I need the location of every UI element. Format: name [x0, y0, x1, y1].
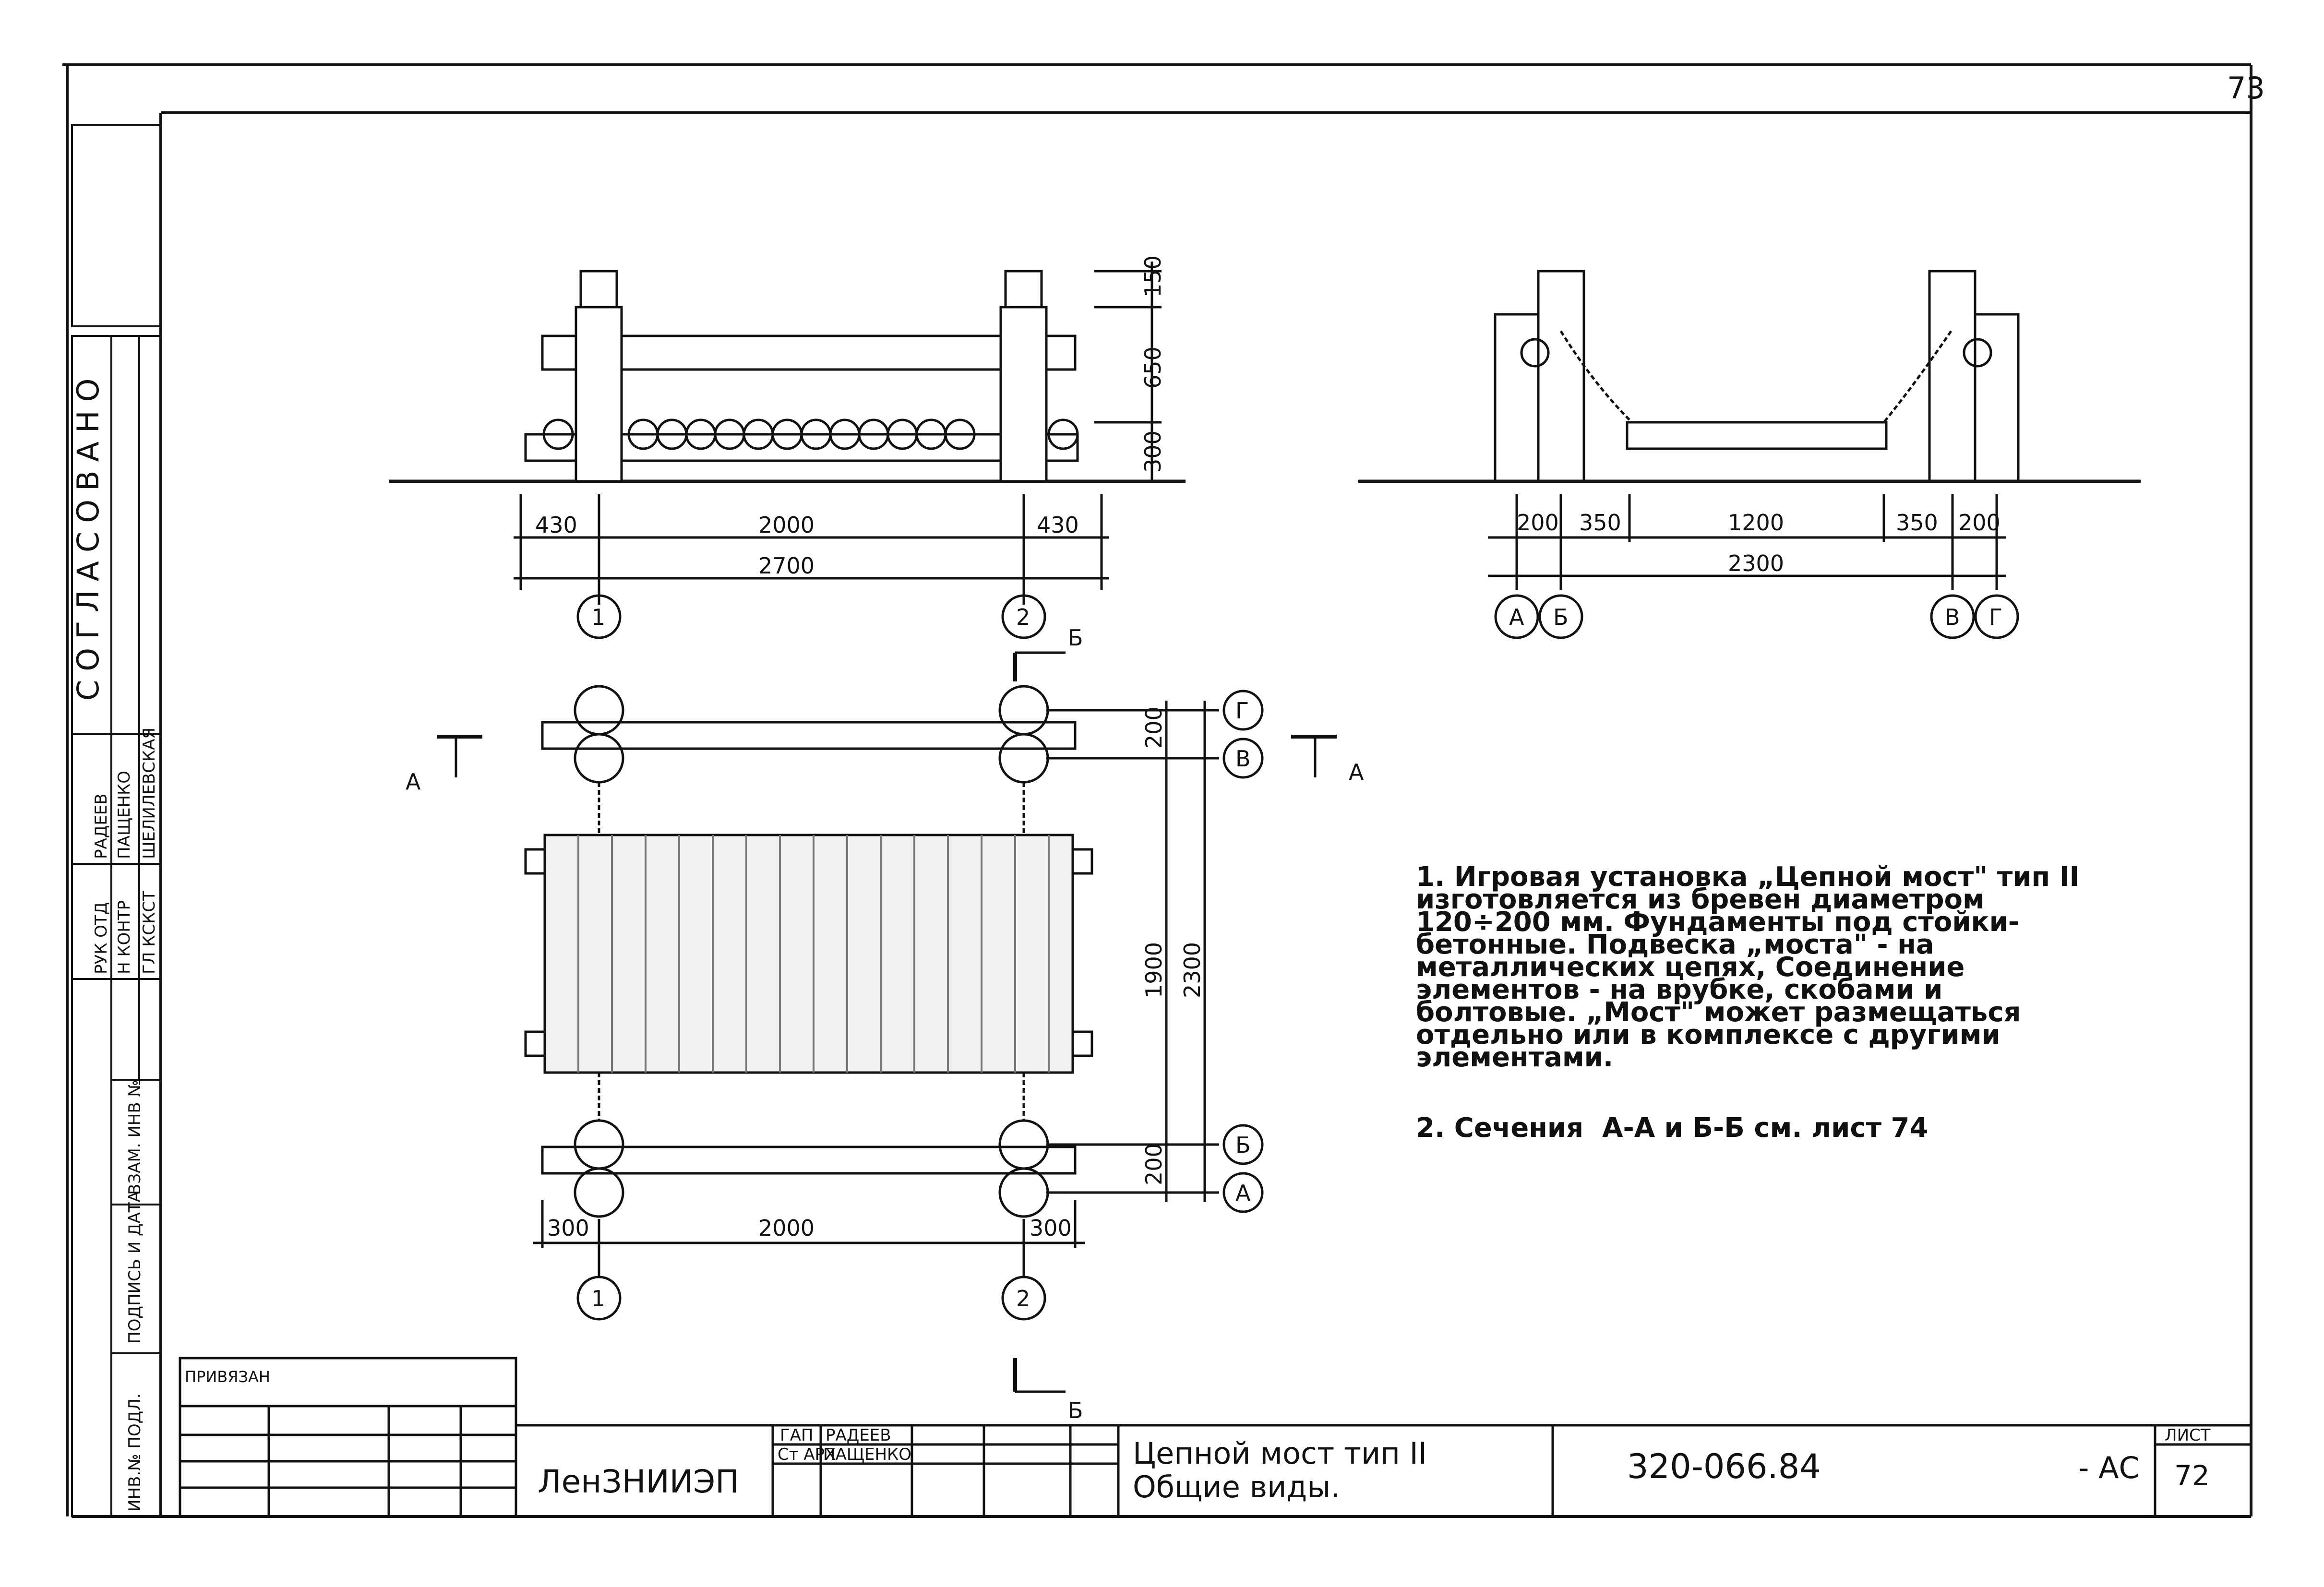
approval-role-3: ГЛ КСКСТ — [140, 891, 159, 974]
section-b-bottom: Б — [1068, 1397, 1083, 1423]
plan-axis-1: 1 — [591, 1286, 605, 1312]
list-number: 72 — [2174, 1459, 2210, 1492]
front-dim-v1: 150 — [1140, 255, 1166, 298]
side-axis-g: Г — [1989, 604, 2002, 630]
col-vzam: ВЗАМ. ИНВ № — [125, 1080, 144, 1195]
note-1: 1. Игровая установка „Цепной мост" тип I… — [1416, 861, 2089, 1073]
side-post-g — [1974, 313, 2020, 483]
signer-role-2: Ст АРХ — [778, 1445, 836, 1464]
plan-dim-b3: 300 — [1030, 1215, 1072, 1241]
side-dim-3: 1200 — [1728, 510, 1784, 536]
front-axis-1: 1 — [591, 604, 605, 630]
side-deck — [1626, 421, 1888, 450]
section-a-left: А — [406, 769, 421, 795]
privyazan-label: ПРИВЯЗАН — [185, 1368, 270, 1386]
front-dim-b3: 430 — [1037, 512, 1079, 538]
front-dim-b1: 430 — [535, 512, 577, 538]
approval-role-2: Н КОНТР — [115, 900, 134, 974]
note-2: 2. Сечения А-А и Б-Б см. лист 74 — [1416, 1112, 1929, 1144]
plan-dim-b1: 300 — [547, 1215, 589, 1241]
signer-role-1: ГАП — [780, 1426, 814, 1445]
plan-dim-r3: 2300 — [1179, 942, 1205, 998]
drawing-code: 320-066.84 — [1627, 1447, 1821, 1486]
approval-strip — [71, 124, 162, 1517]
signer-name-2: ПАЩЕНКО — [823, 1445, 911, 1464]
sheet-corner-number: 73 — [2227, 71, 2265, 106]
drawing-title-1: Цепной мост тип II — [1133, 1436, 1427, 1471]
side-dim-total: 2300 — [1728, 550, 1784, 576]
plan-axis-g: Г — [1235, 698, 1249, 724]
list-label: ЛИСТ — [2165, 1426, 2211, 1445]
front-view — [389, 262, 1186, 639]
side-dim-4: 350 — [1896, 510, 1938, 536]
plan-axis-b: Б — [1235, 1132, 1251, 1158]
approval-name-2: ПАЩЕНКО — [115, 771, 134, 859]
section-b-top: Б — [1068, 625, 1083, 651]
side-dim-2: 350 — [1579, 510, 1621, 536]
front-top-rail — [541, 334, 1077, 371]
side-dim-1: 200 — [1517, 510, 1559, 536]
side-chain-right — [1883, 330, 1953, 423]
plan-dim-r4: 200 — [1141, 1143, 1167, 1185]
side-post-b — [1537, 270, 1585, 483]
plan-axis-a: А — [1235, 1180, 1251, 1206]
drawing-suffix: - АС — [2078, 1450, 2140, 1485]
approval-name-3: ШЕЛИЛЕВСКАЯ — [140, 728, 159, 859]
notes: 1. Игровая установка „Цепной мост" тип I… — [1416, 821, 2097, 1162]
side-post-v — [1928, 270, 1977, 483]
approval-role-1: РУК ОТД — [92, 902, 111, 974]
signer-name-1: РАДЕЕВ — [826, 1426, 891, 1445]
front-post-cap-2 — [1004, 270, 1043, 309]
drawing-title-2: Общие виды. — [1133, 1469, 1340, 1504]
plan-deck — [543, 834, 1074, 1074]
plan-axis-2: 2 — [1016, 1286, 1030, 1312]
col-inv: ИНВ.№ ПОДЛ. — [125, 1393, 144, 1512]
side-axis-v: В — [1945, 604, 1960, 630]
title-block — [179, 1357, 2251, 1518]
side-dim-5: 200 — [1958, 510, 2001, 536]
front-dim-total: 2700 — [758, 553, 815, 579]
approval-name-1: РАДЕЕВ — [92, 793, 111, 859]
side-view — [1358, 270, 2141, 639]
front-post-2 — [999, 306, 1048, 483]
col-podpis: ПОДПИСЬ И ДАТА — [125, 1191, 144, 1344]
front-post-1 — [575, 306, 623, 483]
front-post-cap-1 — [579, 270, 618, 309]
front-dim-b2: 2000 — [758, 512, 815, 538]
plan-axis-v: В — [1235, 746, 1251, 772]
front-dim-v3: 300 — [1140, 430, 1166, 473]
side-axis-a: А — [1509, 604, 1524, 630]
plan-dim-r1: 200 — [1141, 706, 1167, 749]
section-a-right: А — [1349, 759, 1364, 785]
org-name: ЛенЗНИИЭП — [538, 1463, 739, 1500]
side-chain-left — [1559, 330, 1633, 423]
side-axis-b: Б — [1553, 604, 1569, 630]
plan-dim-r2: 1900 — [1141, 942, 1167, 998]
plan-dim-b2: 2000 — [758, 1215, 815, 1241]
front-axis-2: 2 — [1016, 604, 1030, 630]
plan-view — [437, 651, 1337, 1393]
front-dim-v2: 650 — [1140, 346, 1166, 389]
approval-header: СОГЛАСОВАНО — [71, 370, 106, 701]
